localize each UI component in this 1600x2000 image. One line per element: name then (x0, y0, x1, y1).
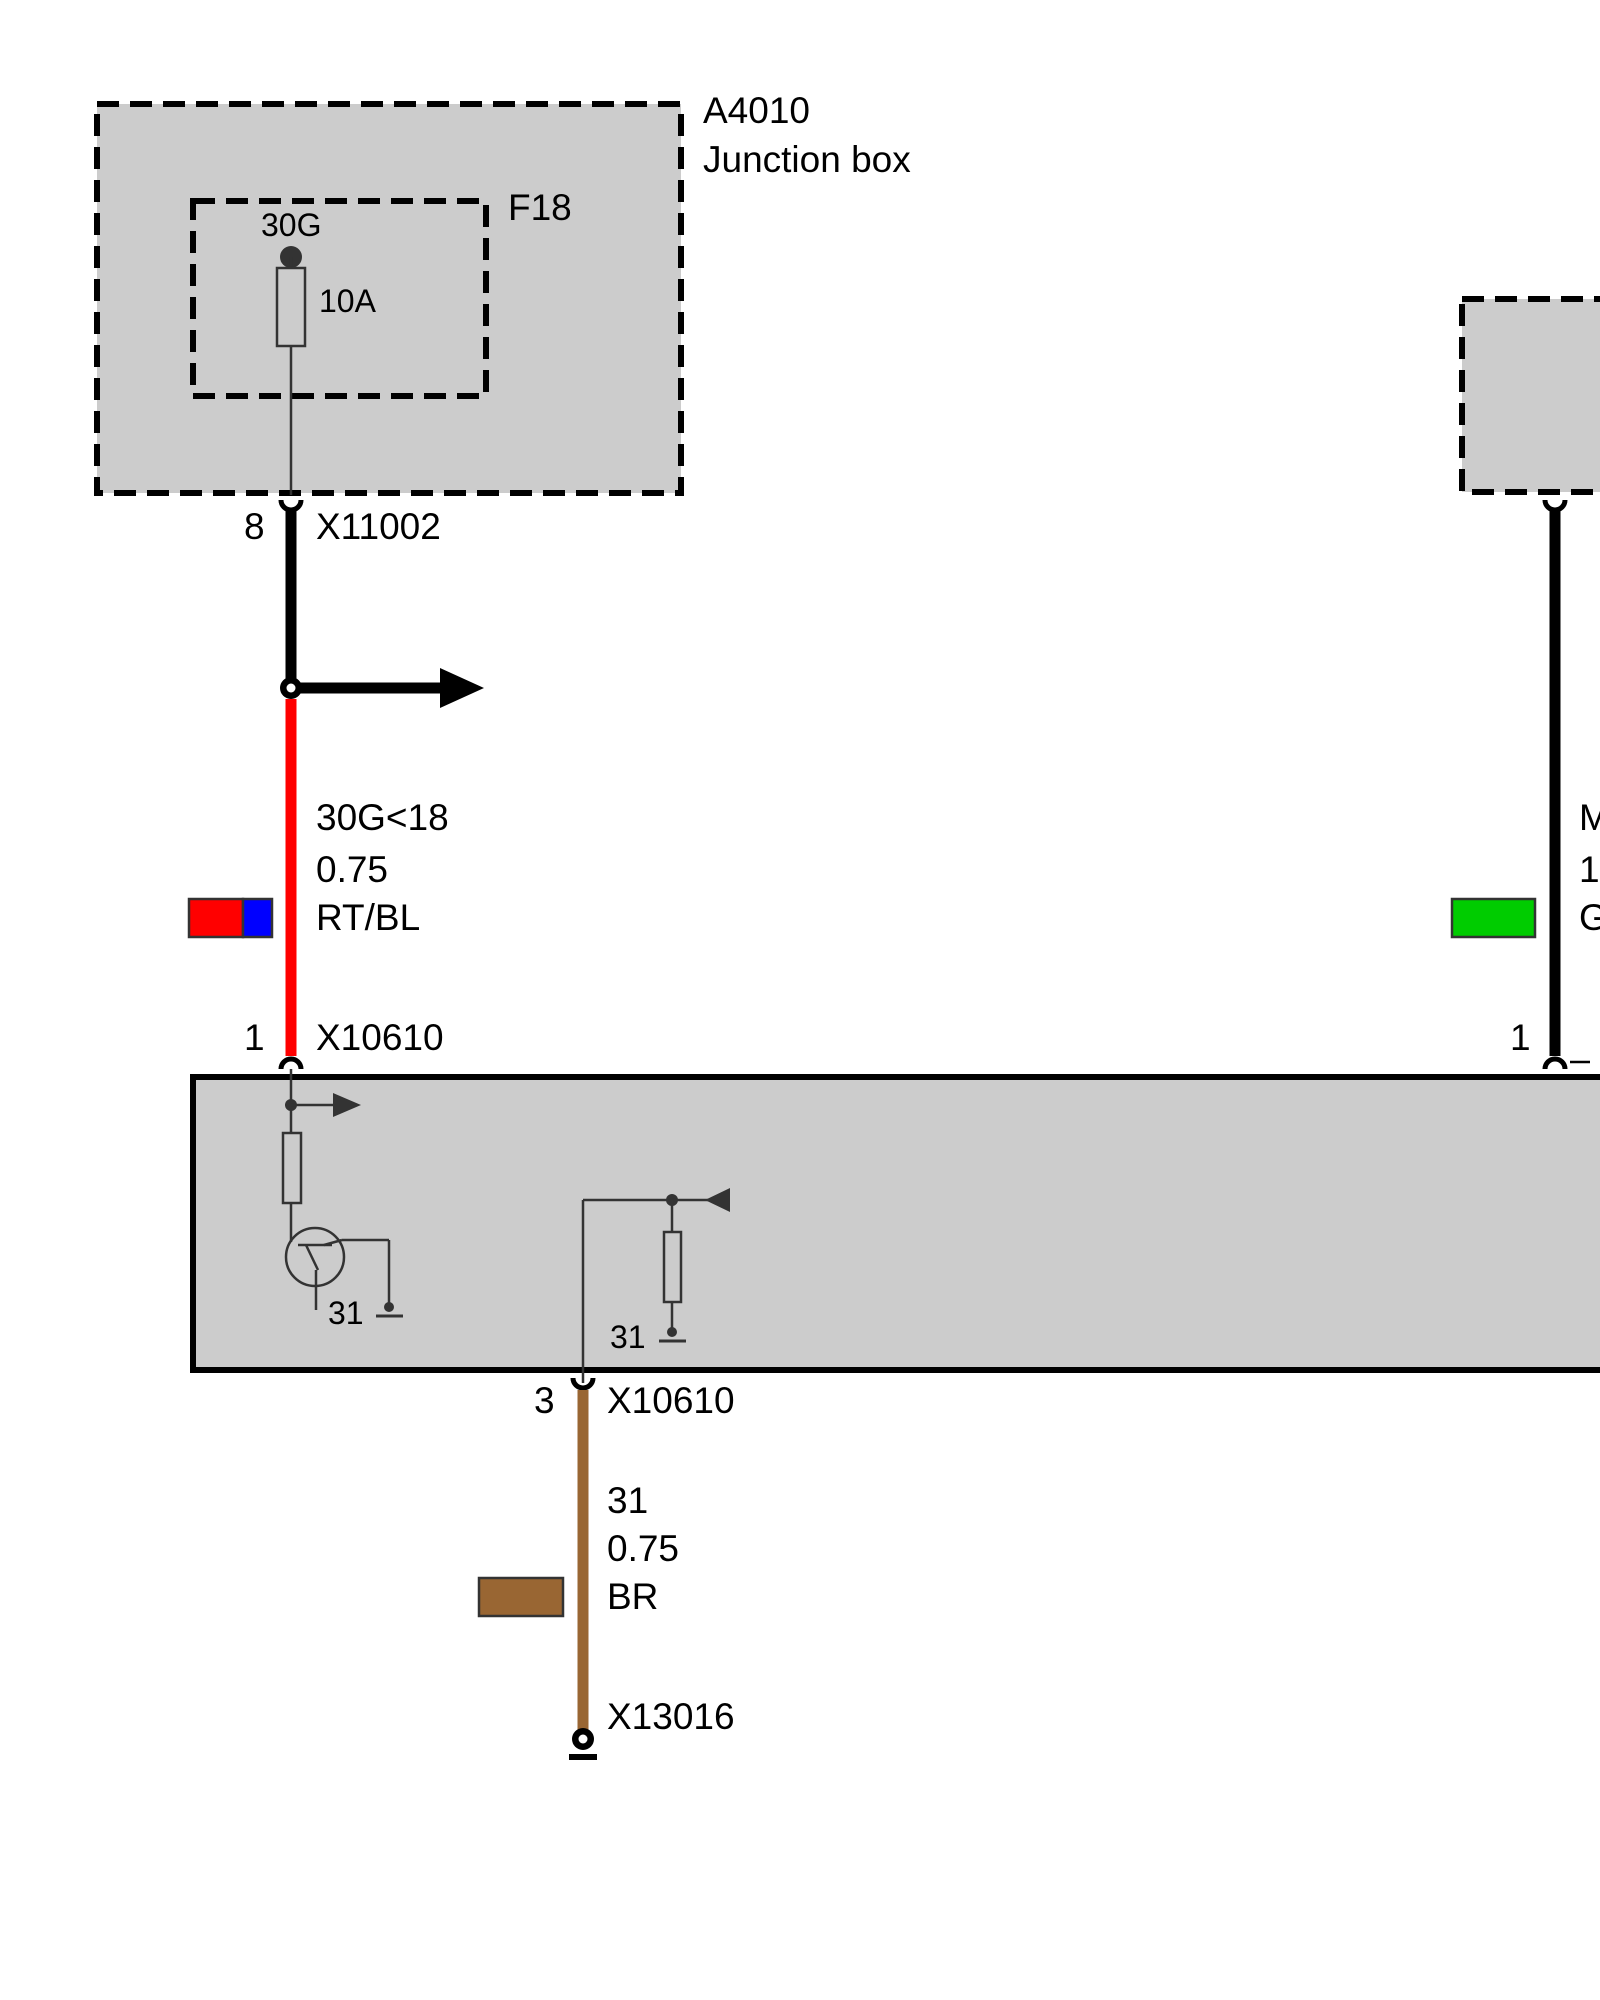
swatch-blue (241, 897, 274, 939)
module-outline (190, 1074, 1600, 1373)
splice-node-center (286, 683, 296, 693)
junction-box-name: Junction box (703, 139, 911, 180)
right-connector-bottom-symbol (1542, 1056, 1568, 1070)
connector-x11002-symbol (278, 499, 304, 513)
wire-ground-color-code: BR (607, 1576, 658, 1617)
transistor-emitter (323, 1238, 343, 1247)
input-circuit (281, 1069, 361, 1242)
connector-x11002-id: X11002 (316, 506, 441, 547)
connector-input-pin: 1 (244, 1017, 265, 1058)
junction-box-outline (94, 101, 684, 496)
connector-ground-pin: 3 (534, 1380, 555, 1421)
junction-box-id: A4010 (703, 90, 810, 131)
ground-end-connector: X13016 (607, 1696, 735, 1737)
right-connector-top-symbol (1542, 499, 1568, 513)
wire-ground-cross-section: 0.75 (607, 1528, 679, 1569)
right-connector-pin: 1 (1510, 1017, 1531, 1058)
ground-end-node-center (578, 1734, 588, 1744)
splice-branch (280, 668, 484, 708)
right-component: M 1 G 1 (1450, 296, 1600, 1070)
wire-ground-color-swatch (477, 1576, 565, 1618)
right-wire-cross-section: 1 (1579, 849, 1600, 890)
right-component-outline (1459, 296, 1600, 495)
ground-circuit (581, 1188, 730, 1383)
right-wire-color-code: G (1579, 897, 1600, 938)
ground-arrow-icon (705, 1188, 730, 1212)
wire-ground: 31 0.75 BR X13016 (477, 1390, 735, 1760)
wire-supply: 30G<18 0.75 RT/BL (187, 699, 449, 1056)
wire-supply-cross-section: 0.75 (316, 849, 388, 890)
wire-supply-color-code: RT/BL (316, 897, 420, 938)
wire-supply-color-swatch (187, 897, 274, 939)
connector-ground-symbol (570, 1377, 596, 1391)
resistor-ground-node (667, 1327, 677, 1337)
transistor-icon (284, 1226, 403, 1318)
wire-supply-circuit: 30G<18 (316, 797, 449, 838)
internal-ground-label-1: 31 (328, 1295, 364, 1331)
fuse-id: F18 (508, 187, 572, 228)
wire-ground-circuit: 31 (607, 1480, 648, 1521)
control-module: 1 X10610 31 (190, 1017, 1600, 1421)
connector-x10610-ground: 3 X10610 (534, 1377, 735, 1421)
input-branch-arrow-icon (333, 1093, 361, 1117)
transistor-ground-node (384, 1302, 394, 1312)
right-wire-color-swatch (1450, 897, 1537, 939)
internal-ground-label-2: 31 (610, 1319, 646, 1355)
branch-arrow-icon (440, 668, 484, 708)
fuse-outline (190, 198, 489, 399)
right-wire-circuit: M (1579, 797, 1600, 838)
connector-ground-id: X10610 (607, 1380, 735, 1421)
connector-x11002: 8 X11002 (244, 499, 441, 547)
fuse-rating: 10A (319, 283, 377, 319)
connector-input-id: X10610 (316, 1017, 444, 1058)
fuse-terminal-label: 30G (261, 207, 321, 243)
junction-box-a4010: A4010 Junction box F18 30G 10A (94, 90, 911, 496)
swatch-red (187, 897, 245, 939)
connector-x11002-pin: 8 (244, 506, 265, 547)
connector-input-symbol (278, 1056, 304, 1070)
fuse-f18: F18 30G 10A (190, 187, 572, 495)
transistor-collector (304, 1244, 320, 1271)
connector-x10610-input: 1 X10610 (244, 1017, 444, 1070)
